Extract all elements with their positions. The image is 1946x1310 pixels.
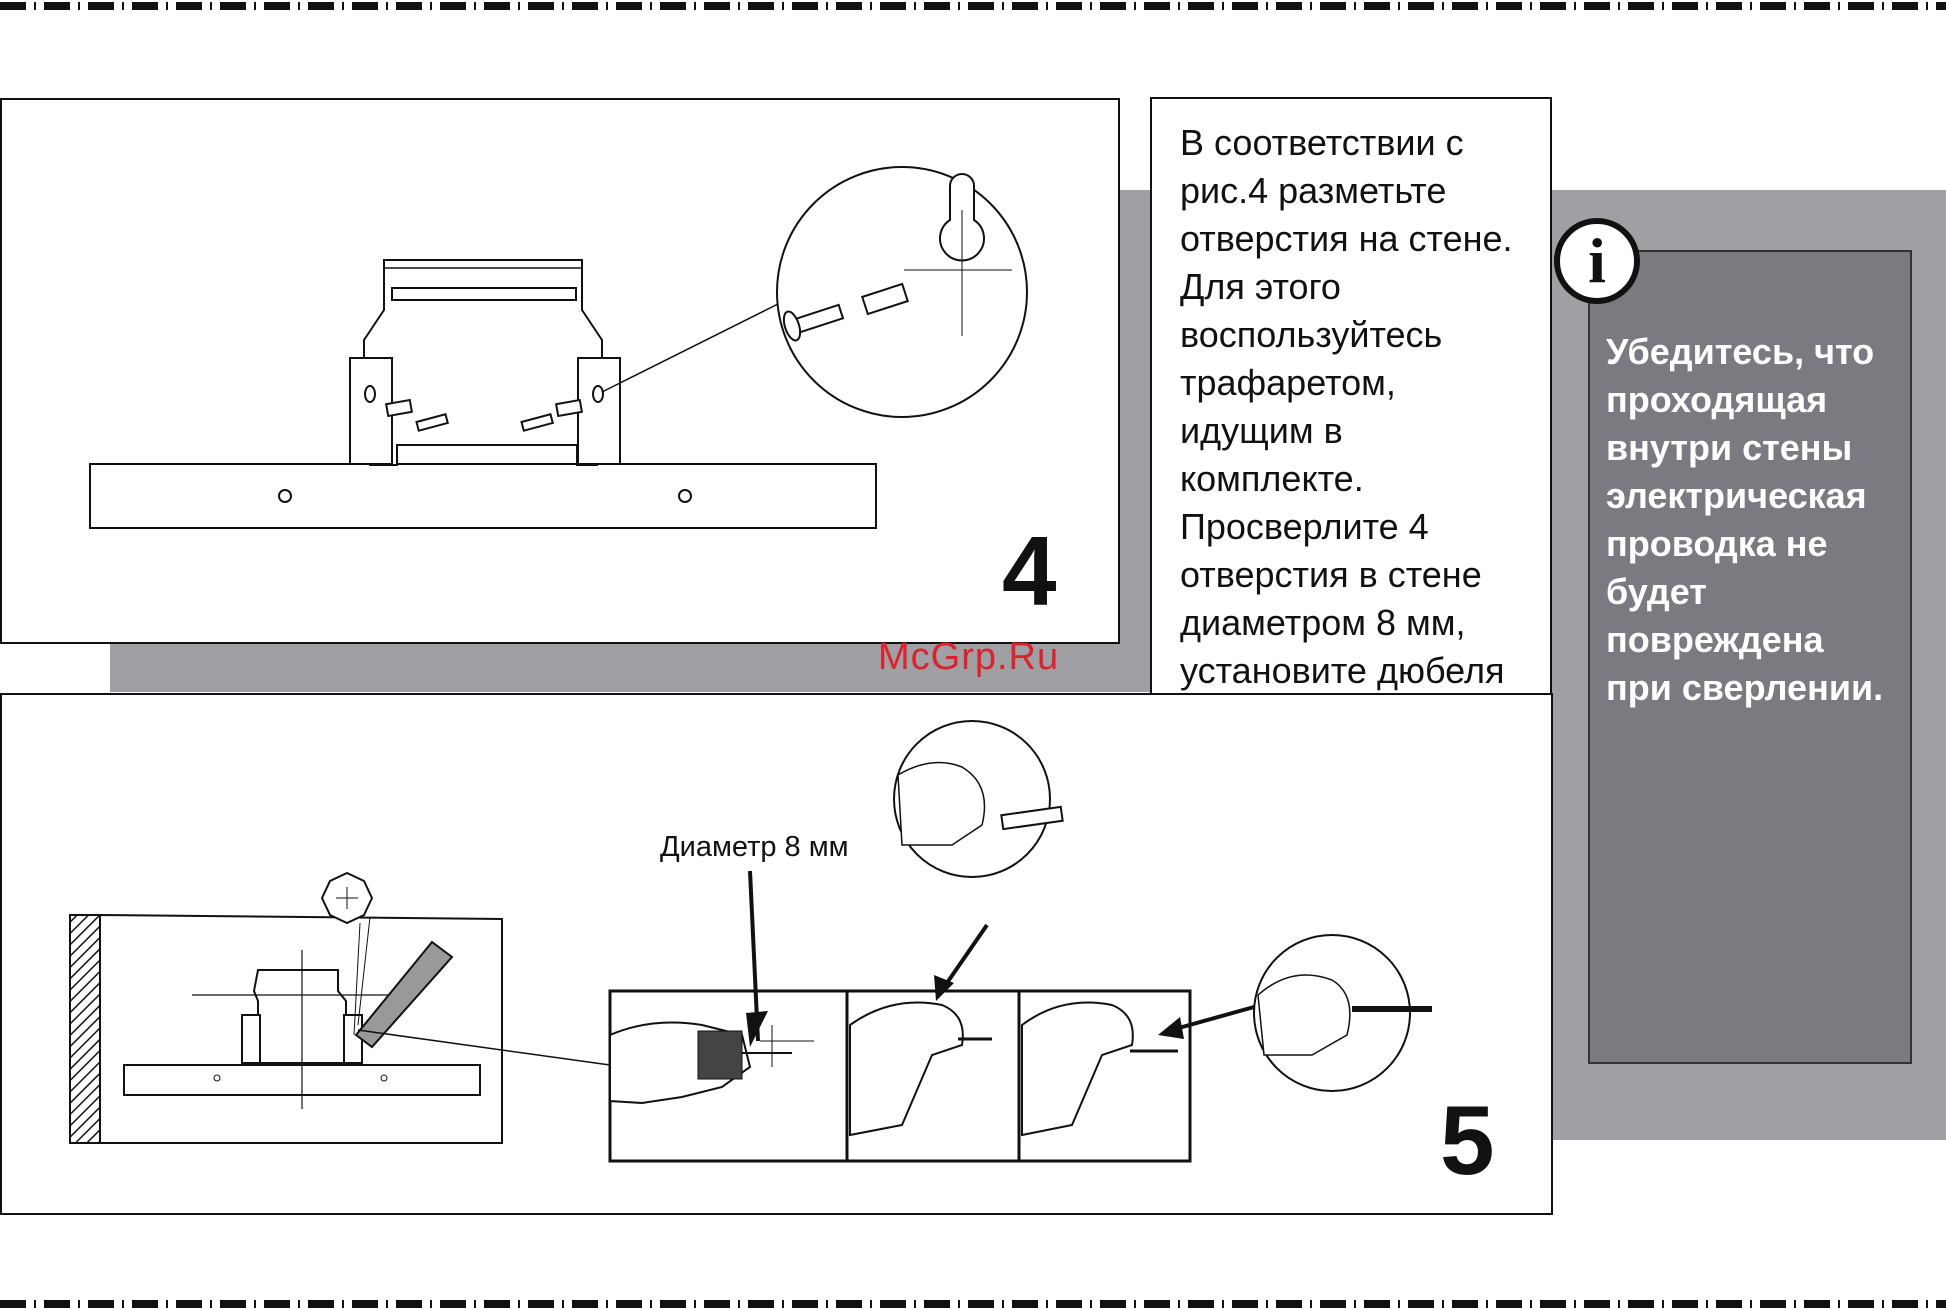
warning-box: Убедитесь, что проходящая внутри стены э… <box>1588 250 1912 1064</box>
step-5-number: 5 <box>1440 1085 1495 1195</box>
step-4-illustration <box>89 166 1028 529</box>
watermark-text: McGrp.Ru <box>878 636 1060 678</box>
step-5-panel: Диаметр 8 мм 5 <box>0 693 1553 1215</box>
step-4-panel: 4 <box>0 98 1120 644</box>
drill-diameter-label: Диаметр 8 мм <box>660 831 849 863</box>
step-5-illustration <box>69 720 1432 1163</box>
step-4-number: 4 <box>1002 516 1057 626</box>
top-dashed-border <box>0 2 1946 10</box>
warning-text: Убедитесь, что проходящая внутри стены э… <box>1606 331 1884 708</box>
bottom-dashed-border <box>0 1300 1946 1308</box>
info-icon: i <box>1554 218 1640 304</box>
